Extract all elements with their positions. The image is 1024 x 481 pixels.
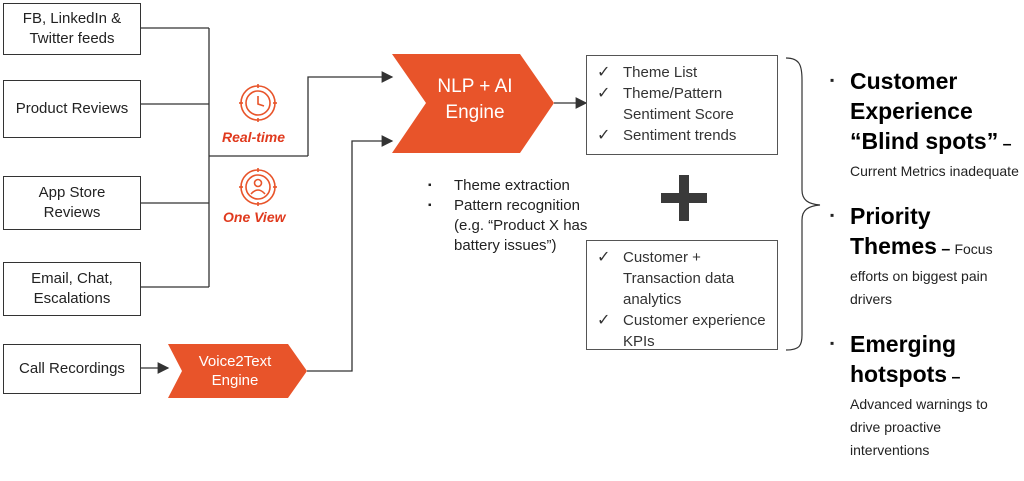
output-item: ✓ Customer + Transaction data analytics [597, 247, 769, 310]
person-icon [239, 168, 277, 206]
insight-dash: – [947, 369, 961, 386]
output-item: ✓ Sentiment trends [597, 125, 769, 146]
source-connectors [141, 27, 588, 374]
nlp-engine-label: NLP + AI Engine [437, 76, 513, 123]
output-item: ✓ Customer experience KPIs [597, 310, 769, 352]
insight-item: ▪ Emerging hotspots – Advanced warnings … [830, 329, 1020, 462]
bullet-icon: ▪ [428, 180, 432, 191]
insight-title: Emerging hotspots [850, 331, 957, 387]
plus-icon [661, 175, 707, 221]
bullet-icon: ▪ [830, 73, 835, 87]
source-email-chat: Email, Chat, Escalations [3, 262, 141, 316]
output-item-text: Customer + Transaction data analytics [623, 249, 735, 308]
bullet-icon: ▪ [428, 200, 432, 211]
check-icon: ✓ [597, 64, 611, 81]
output-item-text: Sentiment trends [623, 127, 737, 144]
engine-capabilities: ▪ Theme extraction ▪ Pattern recognition… [428, 176, 598, 256]
insight-dash: – [998, 136, 1012, 153]
realtime-label: Real-time [222, 129, 286, 145]
output-box-analytics: ✓ Customer + Transaction data analytics … [586, 240, 778, 350]
insight-desc: Advanced warnings to drive proactive int… [850, 396, 988, 458]
output-item-text: Theme/Pattern Sentiment Score [623, 85, 734, 123]
bullet-icon: ▪ [830, 208, 835, 222]
check-icon: ✓ [597, 249, 611, 266]
insights-list: ▪ Customer Experience “Blind spots” – Cu… [830, 66, 1020, 480]
voice2text-shape [168, 344, 307, 398]
source-product-reviews: Product Reviews [3, 80, 141, 138]
capability-item: ▪ Pattern recognition (e.g. “Product X h… [428, 196, 598, 256]
capability-text: Theme extraction [454, 177, 570, 194]
source-call-recordings: Call Recordings [3, 344, 141, 394]
output-item: ✓ Theme List [597, 62, 769, 83]
insight-dash: – [936, 241, 951, 258]
right-brace [785, 57, 821, 351]
check-icon: ✓ [597, 85, 611, 102]
insight-item: ▪ Priority Themes – Focus efforts on big… [830, 201, 1020, 311]
check-icon: ✓ [597, 312, 611, 329]
output-box-themes: ✓ Theme List ✓ Theme/Pattern Sentiment S… [586, 55, 778, 155]
output-item: ✓ Theme/Pattern Sentiment Score [597, 83, 769, 125]
nlp-engine-shape [392, 54, 554, 153]
insight-desc: Current Metrics inadequate [850, 163, 1019, 179]
capability-item: ▪ Theme extraction [428, 176, 598, 196]
oneview-label: One View [223, 209, 286, 225]
check-icon: ✓ [597, 127, 611, 144]
insight-title: Priority Themes [850, 203, 937, 259]
bullet-icon: ▪ [830, 336, 835, 350]
output-item-text: Theme List [623, 64, 698, 81]
insight-title: Customer Experience “Blind spots” [850, 68, 999, 154]
source-app-store: App Store Reviews [3, 176, 141, 230]
voice2text-label: Voice2Text Engine [198, 353, 272, 389]
capability-text: Pattern recognition (e.g. “Product X has… [454, 197, 588, 254]
source-social: FB, LinkedIn & Twitter feeds [3, 3, 141, 55]
insight-desc: Focus efforts on biggest pain drivers [850, 241, 993, 307]
insight-item: ▪ Customer Experience “Blind spots” – Cu… [830, 66, 1020, 183]
output-item-text: Customer experience KPIs [623, 312, 766, 350]
clock-icon [239, 84, 277, 122]
